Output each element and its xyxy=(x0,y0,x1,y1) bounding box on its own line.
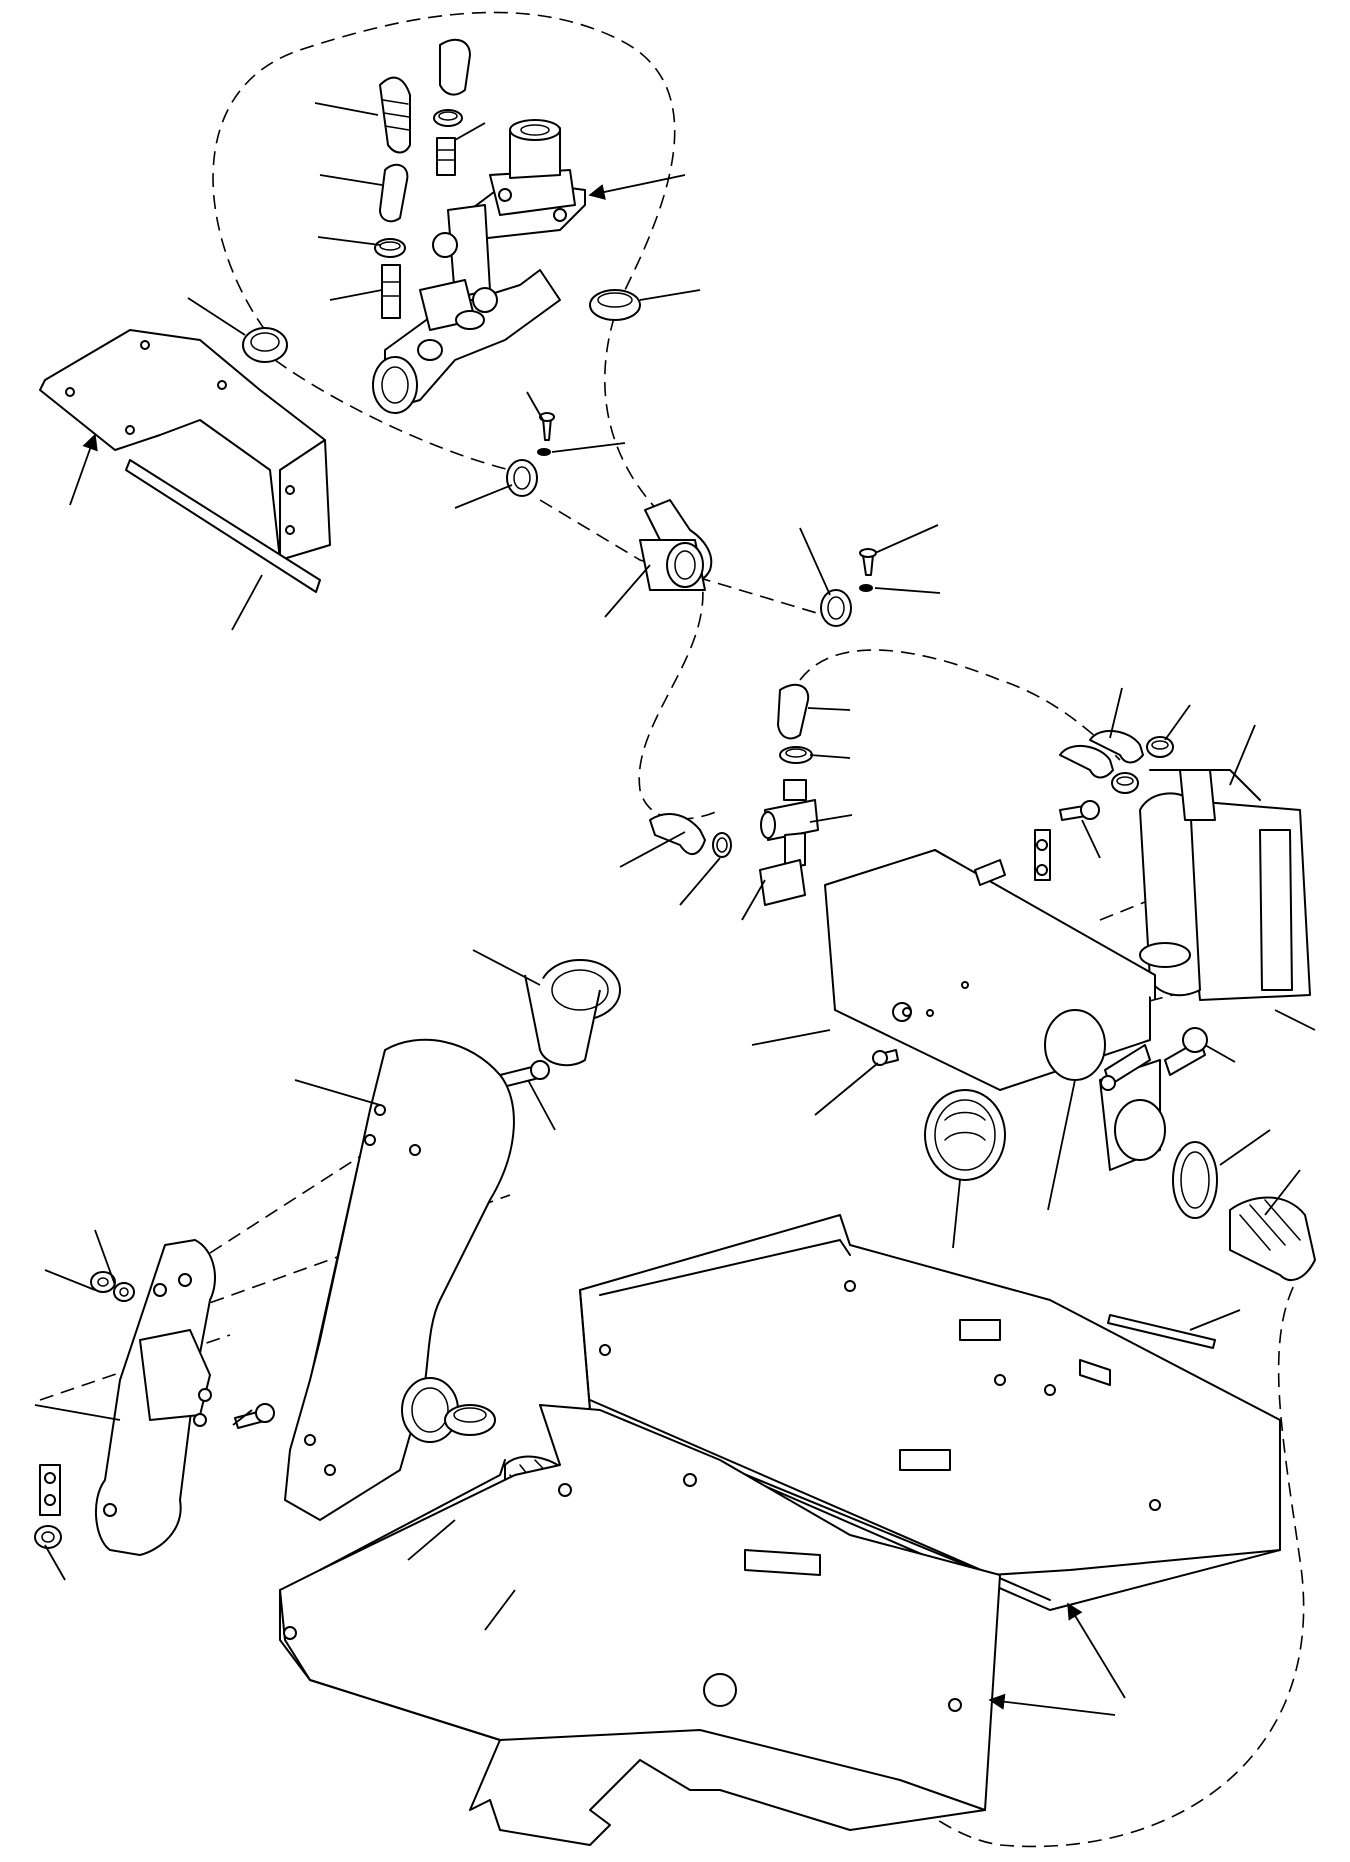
mounting-bracket-upper xyxy=(39,327,331,593)
duct-right xyxy=(1107,1141,1316,1349)
tee-fitting-group xyxy=(649,683,819,906)
duct-collar xyxy=(499,959,621,1088)
leader-lines xyxy=(34,102,1316,1716)
heater-core xyxy=(1034,729,1311,1001)
middle-hose-parts xyxy=(506,412,877,627)
heater-case xyxy=(824,849,1208,1181)
long-duct xyxy=(284,1038,515,1521)
base-panel xyxy=(279,1404,1001,1846)
upper-fittings xyxy=(374,38,641,321)
heater-valve xyxy=(372,119,586,414)
mounting-bracket-lower xyxy=(34,1239,275,1556)
